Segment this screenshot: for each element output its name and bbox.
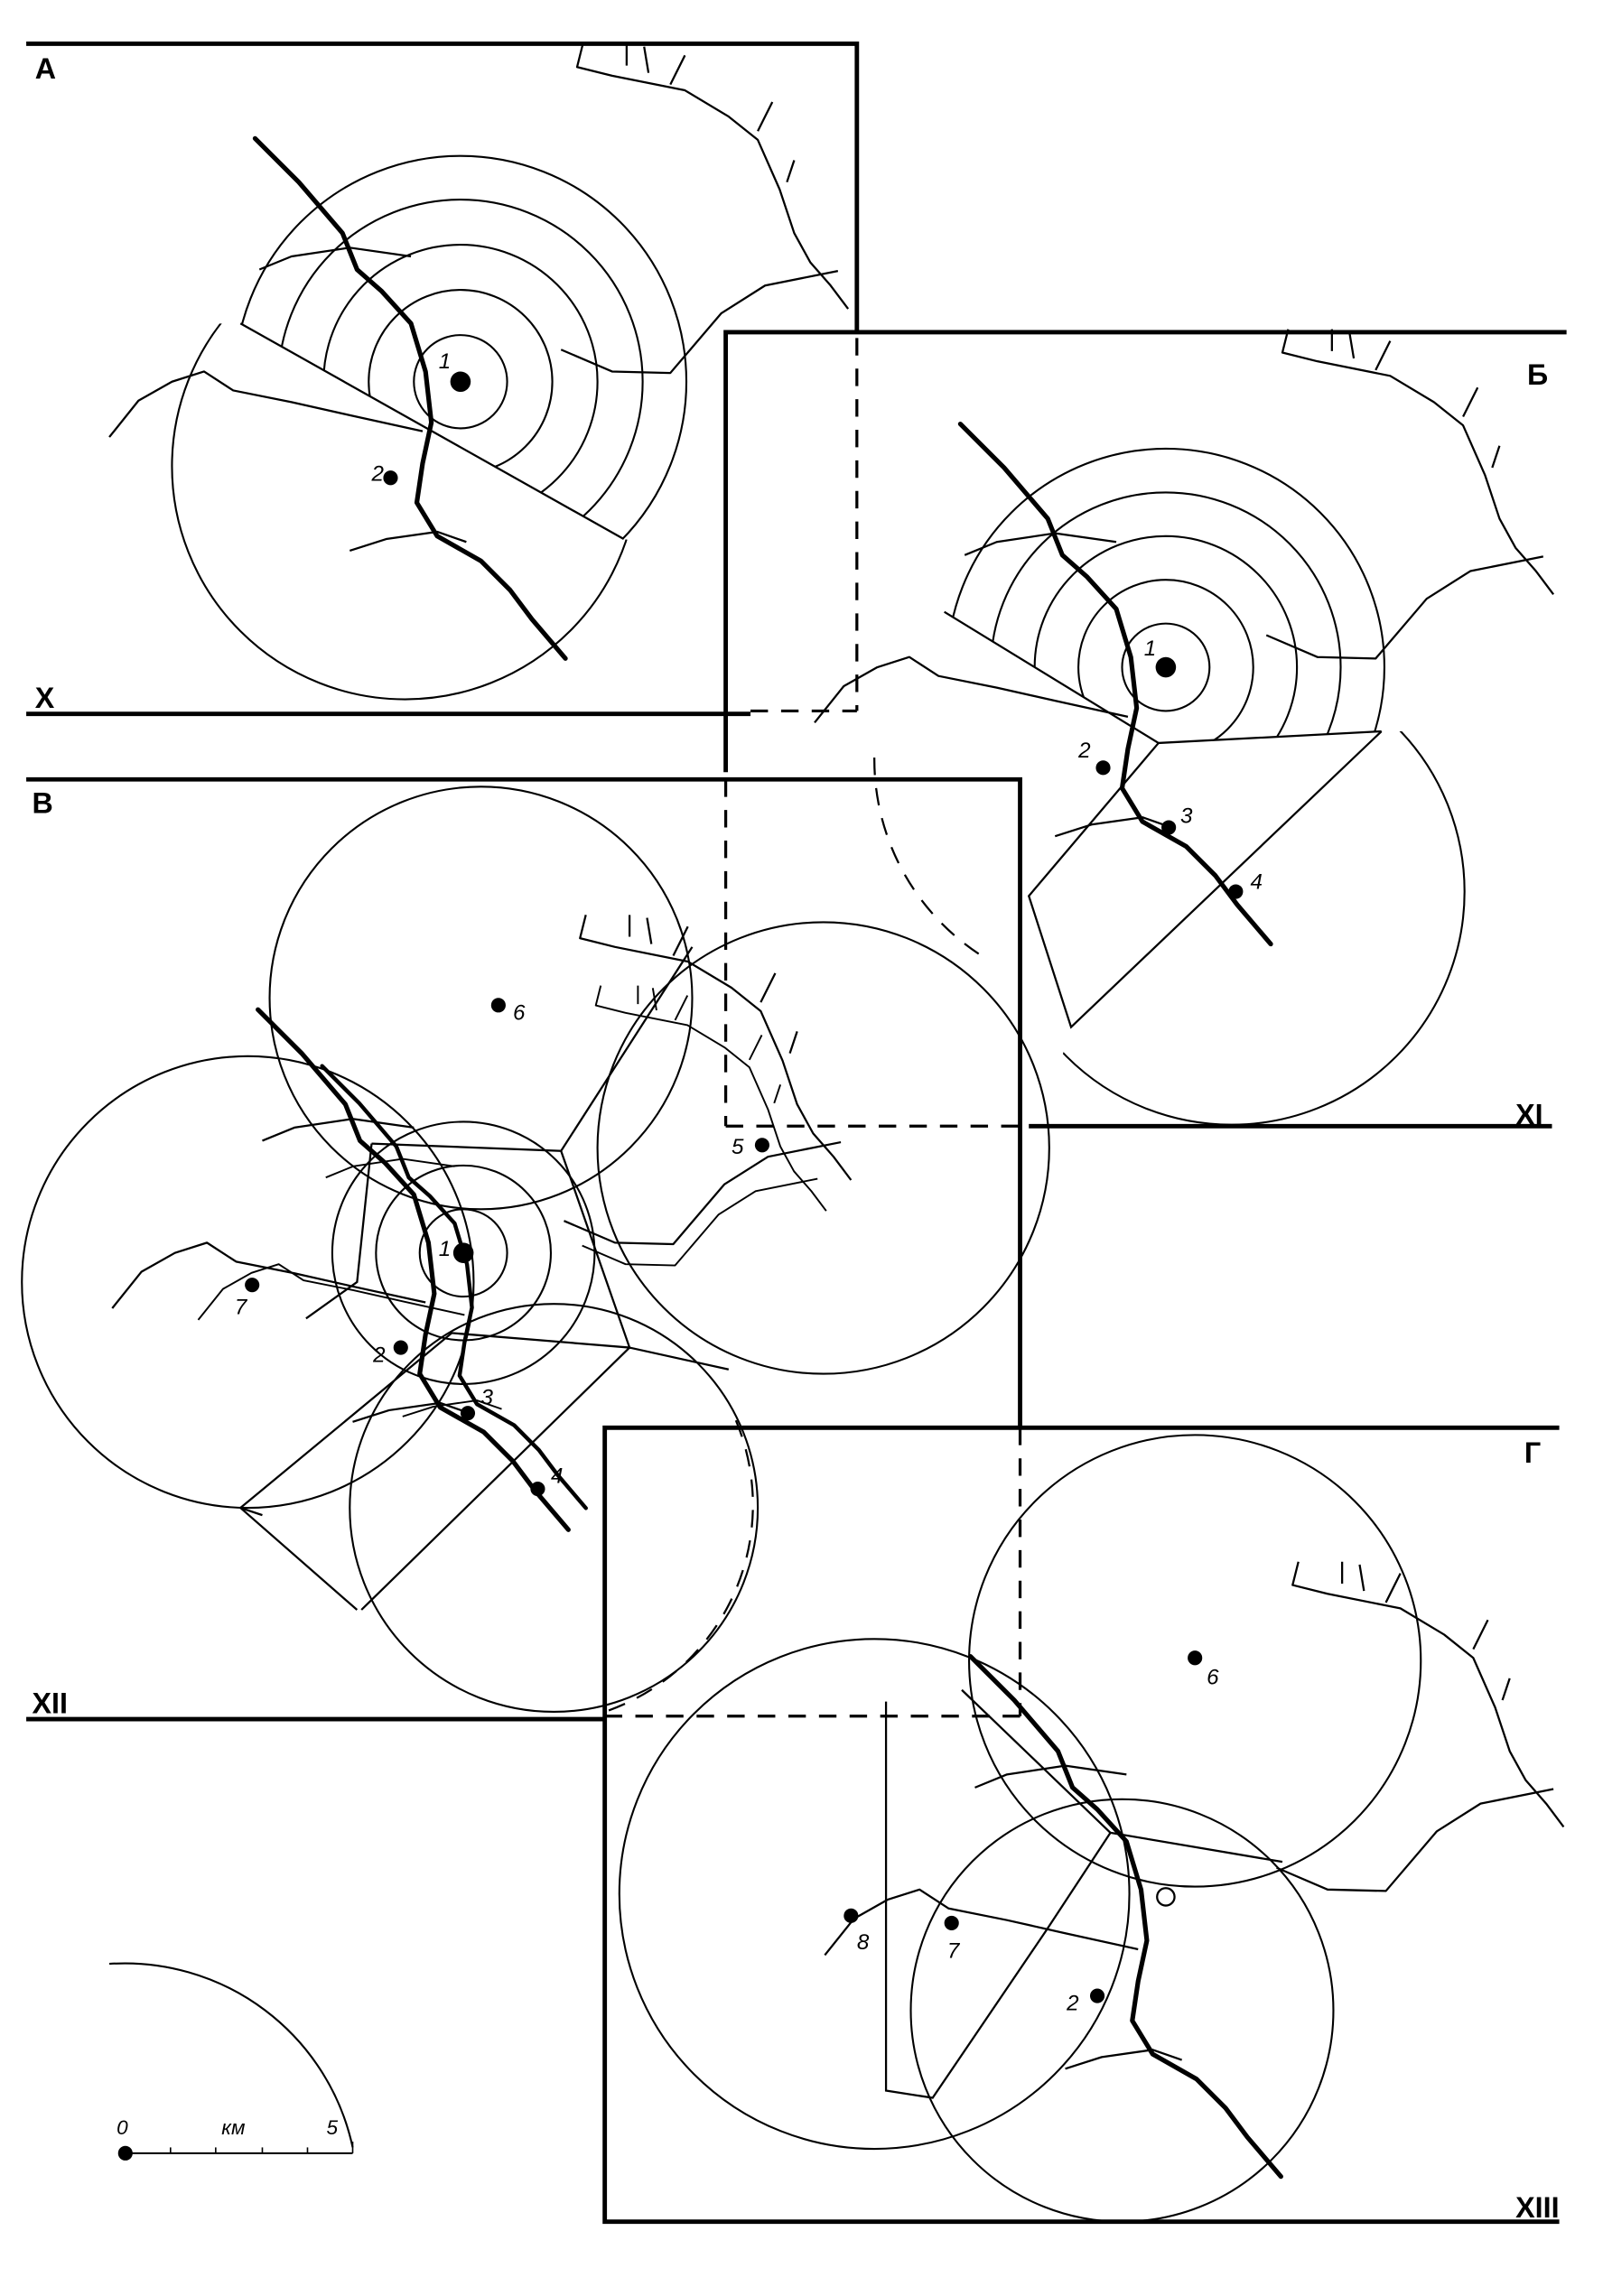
site-marker bbox=[393, 1340, 408, 1355]
panel-label: А bbox=[35, 52, 56, 85]
site-marker bbox=[1161, 820, 1177, 835]
site-label: 6 bbox=[1207, 1665, 1219, 1689]
line-label: X bbox=[35, 682, 55, 714]
scale-unit: км bbox=[221, 2116, 246, 2139]
site-marker bbox=[1228, 884, 1244, 899]
site-marker bbox=[1155, 656, 1177, 678]
site-label: 4 bbox=[1250, 869, 1262, 894]
site-marker bbox=[1095, 760, 1111, 776]
site-marker bbox=[1188, 1650, 1203, 1666]
site-label: 3 bbox=[1180, 804, 1193, 829]
site-label: 8 bbox=[857, 1930, 870, 1955]
open-site-marker bbox=[1156, 1887, 1176, 1907]
site-marker bbox=[944, 1915, 959, 1930]
scale-zero: 0 bbox=[116, 2116, 128, 2139]
site-marker bbox=[460, 1406, 476, 1421]
site-marker bbox=[1089, 1988, 1105, 2003]
site-label: 1 bbox=[439, 1237, 451, 1261]
site-label: 2 bbox=[1066, 1992, 1079, 2016]
panel-g: 2 6 7 8 Г XIII bbox=[602, 1425, 1564, 2225]
site-marker bbox=[450, 371, 471, 393]
line-label: XIII bbox=[1515, 2191, 1559, 2224]
site-label: 4 bbox=[551, 1464, 563, 1489]
site-marker bbox=[452, 1242, 474, 1263]
panel-b: 1 2 3 4 Б XI bbox=[723, 330, 1567, 1131]
site-label: 1 bbox=[1144, 637, 1156, 661]
site-marker bbox=[245, 1278, 260, 1293]
site-marker bbox=[530, 1482, 545, 1497]
site-label: 1 bbox=[439, 349, 451, 374]
site-marker bbox=[490, 998, 506, 1013]
site-label: 5 bbox=[732, 1135, 744, 1159]
site-label: 2 bbox=[370, 461, 384, 486]
site-label: 3 bbox=[481, 1385, 494, 1409]
site-marker bbox=[754, 1138, 770, 1153]
line-label: XII bbox=[33, 1687, 68, 1720]
site-label: 7 bbox=[235, 1295, 248, 1319]
scale-max: 5 bbox=[326, 2116, 338, 2139]
panel-label: Б bbox=[1527, 358, 1548, 391]
site-label: 2 bbox=[1077, 739, 1091, 763]
panel-label: Г bbox=[1524, 1436, 1541, 1469]
line-label: XI bbox=[1515, 1099, 1543, 1131]
scale-bar: 0 км 5 bbox=[108, 1962, 354, 2161]
site-marker bbox=[843, 1908, 859, 1923]
site-label: 6 bbox=[513, 1001, 526, 1026]
panel-a: 1 2 А X bbox=[26, 43, 860, 717]
site-label: 2 bbox=[372, 1343, 386, 1368]
panel-v: 1 2 3 4 5 6 7 В XII bbox=[21, 776, 1050, 1722]
panel-label: В bbox=[33, 786, 53, 819]
site-marker bbox=[383, 470, 398, 486]
site-label: 7 bbox=[947, 1939, 961, 1964]
